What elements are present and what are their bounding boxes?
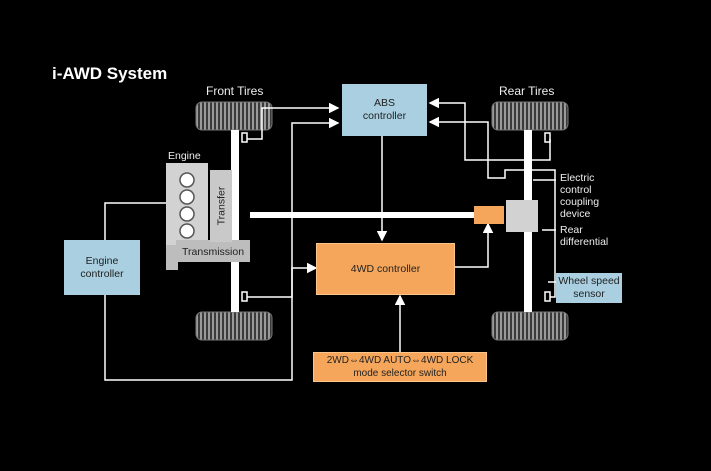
electric-coupling-label: Electric control coupling device xyxy=(560,172,600,220)
propeller-shaft xyxy=(250,212,475,218)
abs-controller-box: ABS controller xyxy=(342,84,427,136)
rear-differential-label: Rear differential xyxy=(560,224,609,248)
mode-selector-switch-box: 2WD⇔4WD AUTO⇔4WD LOCK mode selector swit… xyxy=(313,352,487,382)
rear-differential xyxy=(506,200,538,232)
front-tires-label: Front Tires xyxy=(206,84,264,98)
electric-coupling xyxy=(474,206,504,224)
rear-tires-label: Rear Tires xyxy=(499,84,555,98)
transfer-body xyxy=(210,170,232,242)
rear-left-tire xyxy=(491,101,569,131)
engine-label: Engine xyxy=(168,150,201,162)
transfer-label: Transfer xyxy=(215,186,227,226)
front-bottom-tire xyxy=(195,311,273,341)
transmission-body xyxy=(166,240,250,270)
rear-bottom-tire xyxy=(491,311,569,341)
transmission-label: Transmission xyxy=(182,246,245,258)
fourwd-controller-box: 4WD controller xyxy=(316,243,455,295)
engine-controller-box: Engine controller xyxy=(64,240,140,295)
diagram-title: i-AWD System xyxy=(52,64,168,83)
engine-cylinders xyxy=(166,163,208,245)
wheel-speed-sensor-box: Wheel speed sensor xyxy=(556,273,622,303)
front-left-tire xyxy=(195,101,273,131)
front-axle xyxy=(231,130,239,312)
